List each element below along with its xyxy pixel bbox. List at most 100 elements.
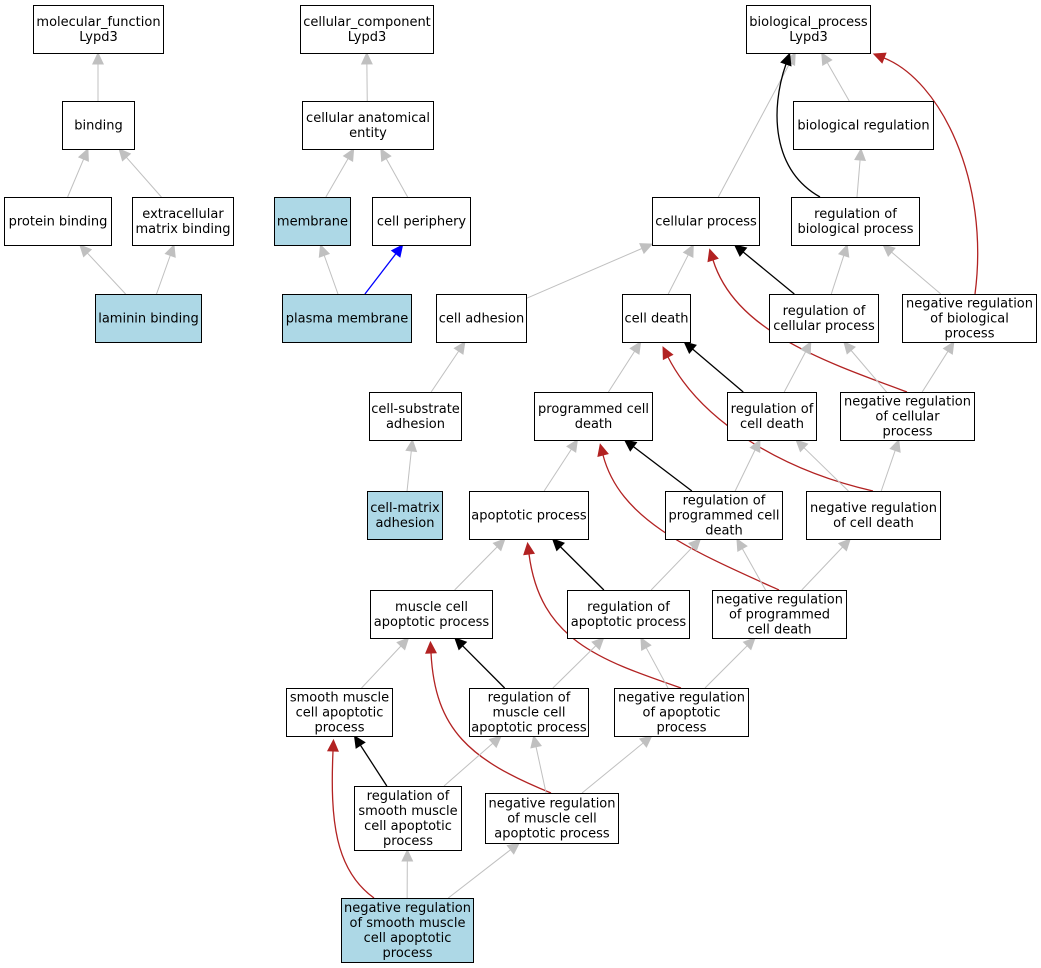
node-label: of smooth muscle — [350, 916, 466, 931]
edge-arrowhead — [707, 248, 719, 263]
edge-arrowhead — [683, 341, 697, 355]
node-cell-proc[interactable]: cellular process — [652, 197, 760, 246]
edge-is-a — [443, 735, 502, 787]
node-label: protein binding — [9, 215, 108, 230]
edge-is-a — [783, 340, 812, 393]
edge-is-a — [704, 637, 756, 689]
edge-line — [126, 156, 162, 198]
edge-is-a — [325, 147, 355, 198]
edge-line — [361, 645, 402, 689]
edge-line — [776, 63, 821, 198]
edge-line — [331, 750, 375, 899]
edge-arrowhead — [749, 438, 761, 453]
node-box — [614, 688, 749, 737]
edge-is-a — [830, 243, 850, 295]
node-label: cell-substrate — [371, 402, 460, 417]
edge-arrowhead — [942, 341, 955, 355]
node-label: negative regulation — [716, 593, 843, 608]
node-protein-binding[interactable]: protein binding — [4, 197, 112, 246]
node-box — [727, 392, 817, 441]
node-label: of programmed — [729, 608, 830, 623]
node-binding[interactable]: binding — [62, 101, 135, 150]
edge-line — [67, 158, 85, 198]
node-plasma-membrane[interactable]: plasma membrane — [282, 294, 412, 343]
node-label: cell-matrix — [370, 501, 440, 516]
node-label: cellular process — [773, 319, 875, 334]
edge-arrowhead — [530, 734, 542, 749]
edge-is-a — [608, 341, 642, 393]
node-label: apoptotic process — [571, 615, 687, 630]
edge-arrowhead — [640, 636, 652, 651]
node-label: negative regulation — [810, 501, 937, 516]
edge-line — [602, 454, 780, 591]
edge-arrowhead — [566, 439, 579, 453]
edge-line — [447, 849, 511, 899]
edge-line — [535, 746, 547, 794]
edge-is-a — [640, 636, 669, 689]
node-cell-death[interactable]: cell death — [622, 294, 691, 343]
node-cell-periphery[interactable]: cell periphery — [372, 197, 471, 246]
edge-arrowhead — [396, 637, 410, 651]
node-box — [302, 101, 434, 150]
node-label: plasma membrane — [286, 312, 409, 327]
edge-arrowhead — [800, 340, 812, 355]
edge-arrowhead — [488, 735, 502, 749]
node-box — [282, 294, 412, 343]
node-bio-reg[interactable]: biological regulation — [793, 101, 934, 150]
edge-regulates — [353, 735, 388, 787]
edge-is-a — [79, 244, 126, 295]
node-cell-adh[interactable]: cell adhesion — [436, 294, 527, 343]
edge-is-a — [525, 243, 654, 300]
node-label: smooth muscle — [290, 691, 389, 706]
edge-arrowhead — [551, 538, 565, 552]
edge-arrowhead — [682, 243, 694, 258]
edge-is-a — [156, 243, 176, 295]
edge-arrowhead — [736, 537, 748, 552]
edge-arrowhead — [591, 637, 605, 651]
node-label: regulation of — [683, 494, 766, 509]
node-apop[interactable]: apoptotic process — [469, 491, 589, 540]
edge-part-of — [364, 244, 404, 295]
edge-line — [406, 450, 412, 492]
edge-line — [364, 253, 397, 295]
node-label: process — [657, 721, 707, 736]
node-box — [62, 101, 135, 150]
node-membrane[interactable]: membrane — [274, 197, 351, 246]
node-box — [793, 101, 934, 150]
edge-line — [692, 348, 744, 393]
edge-line — [801, 546, 844, 591]
edge-is-a — [667, 243, 694, 295]
edge-line — [883, 57, 979, 295]
edge-arrowhead — [453, 341, 466, 355]
node-label: apoptotic process — [494, 827, 610, 842]
node-laminin-binding[interactable]: laminin binding — [95, 294, 202, 343]
node-label: laminin binding — [98, 312, 199, 327]
edge-regulates — [776, 52, 821, 198]
edge-is-a — [361, 637, 410, 689]
